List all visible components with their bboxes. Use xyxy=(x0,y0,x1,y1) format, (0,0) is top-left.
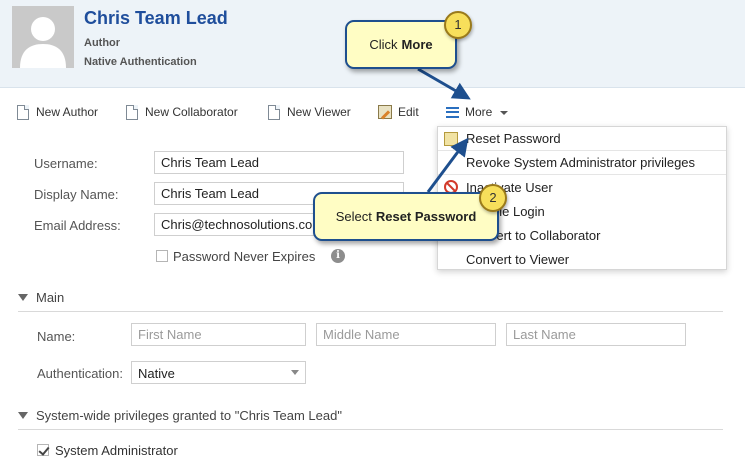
new-author-label: New Author xyxy=(36,105,99,119)
step2-text: Select xyxy=(335,209,372,224)
chevron-down-icon xyxy=(500,111,509,115)
new-collaborator-button[interactable]: New Collaborator xyxy=(126,103,238,121)
step2-badge: 2 xyxy=(479,184,507,212)
edit-icon xyxy=(378,105,392,119)
step1-bold-text: More xyxy=(401,37,433,52)
collapse-triangle-icon xyxy=(18,294,28,301)
email-label: Email Address: xyxy=(34,218,121,233)
new-collaborator-label: New Collaborator xyxy=(145,105,238,119)
more-label: More xyxy=(465,105,493,119)
profile-header: Chris Team Lead Author Native Authentica… xyxy=(0,0,745,88)
authentication-value: Native xyxy=(138,366,175,381)
key-icon xyxy=(444,132,458,146)
avatar xyxy=(12,6,74,68)
more-button[interactable]: More xyxy=(446,103,509,121)
info-icon[interactable]: i xyxy=(331,249,345,263)
menu-item-label: Reset Password xyxy=(466,131,561,146)
username-label: Username: xyxy=(34,156,98,171)
step1-callout: Click More xyxy=(345,20,457,69)
edit-label: Edit xyxy=(398,105,419,119)
privileges-section-title: System-wide privileges granted to "Chris… xyxy=(36,408,342,423)
name-label: Name: xyxy=(37,329,76,344)
document-icon xyxy=(126,104,138,120)
step2-callout: Select Reset Password xyxy=(313,192,499,241)
step1-badge: 1 xyxy=(444,11,472,39)
divider xyxy=(18,311,723,312)
user-role: Author xyxy=(84,37,121,49)
divider xyxy=(18,429,723,430)
document-icon xyxy=(268,104,280,120)
step1-text: Click xyxy=(369,37,398,52)
menu-item-reset-password[interactable]: Reset Password xyxy=(438,127,726,151)
system-admin-checkbox[interactable] xyxy=(37,444,49,456)
new-author-button[interactable]: New Author xyxy=(17,103,98,121)
privileges-section-header[interactable]: System-wide privileges granted to "Chris… xyxy=(18,408,723,423)
new-viewer-button[interactable]: New Viewer xyxy=(268,103,351,121)
authentication-label: Authentication: xyxy=(37,366,124,381)
user-auth-type: Native Authentication xyxy=(84,56,197,68)
menu-item-label: Revoke System Administrator privileges xyxy=(466,155,696,170)
menu-item-revoke-admin[interactable]: Revoke System Administrator privileges xyxy=(438,151,726,175)
display-name-label: Display Name: xyxy=(34,187,119,202)
main-section-header[interactable]: Main xyxy=(18,290,723,305)
step2-bold-text: Reset Password xyxy=(375,209,477,224)
document-icon xyxy=(17,104,29,120)
edit-button[interactable]: Edit xyxy=(378,103,419,121)
menu-icon xyxy=(446,106,459,118)
first-name-field[interactable] xyxy=(131,323,306,346)
menu-item-label: Convert to Viewer xyxy=(466,251,570,267)
new-viewer-label: New Viewer xyxy=(287,105,351,119)
menu-item-label: Convert to Collaborator xyxy=(466,227,601,243)
dropdown-arrow-icon xyxy=(291,370,299,375)
password-never-expires-label: Password Never Expires xyxy=(173,249,316,264)
last-name-field[interactable] xyxy=(506,323,686,346)
menu-item-convert-collaborator[interactable]: Convert to Collaborator xyxy=(438,223,726,247)
middle-name-field[interactable] xyxy=(316,323,496,346)
menu-item-convert-viewer[interactable]: Convert to Viewer xyxy=(438,247,726,271)
system-admin-label: System Administrator xyxy=(55,443,178,458)
user-name: Chris Team Lead xyxy=(84,8,228,28)
username-field[interactable] xyxy=(154,151,404,174)
authentication-select[interactable]: Native xyxy=(131,361,306,384)
collapse-triangle-icon xyxy=(18,412,28,419)
password-never-expires-checkbox[interactable] xyxy=(156,250,168,262)
main-section-title: Main xyxy=(36,290,65,305)
